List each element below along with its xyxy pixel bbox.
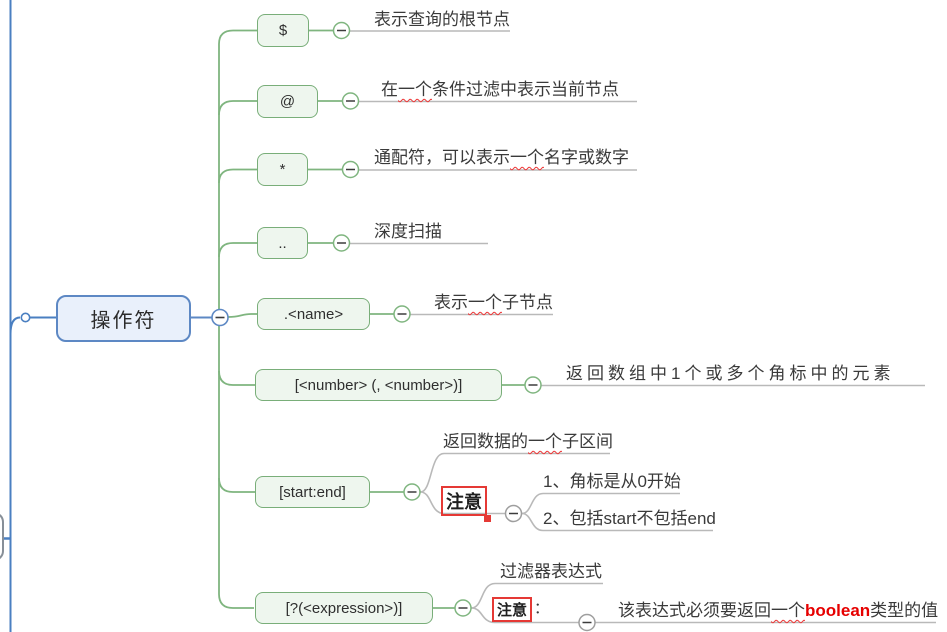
note-topic-filter[interactable]: 注意 ： bbox=[492, 597, 549, 622]
operator-label: [start:end] bbox=[279, 483, 346, 501]
topic-filter-note-detail[interactable]: 该表达式必须要返回一个boolean类型的值 bbox=[618, 601, 939, 620]
sub-branch-line bbox=[420, 452, 610, 493]
root-topic-label: 操作符 bbox=[90, 310, 157, 332]
topic-desc-wildcard[interactable]: 通配符，可以表示一个名字或数字 bbox=[374, 148, 629, 167]
operator-node-dollar[interactable]: $ bbox=[257, 14, 309, 47]
collapse-minus-icon[interactable] bbox=[332, 234, 351, 252]
operator-node-wildcard[interactable]: * bbox=[257, 153, 308, 186]
branch-elbow bbox=[218, 370, 255, 386]
topic-desc-index[interactable]: 返回数组中1个或多个角标中的元素 bbox=[566, 364, 895, 383]
operator-label: [?(<expression>)] bbox=[285, 599, 403, 617]
operator-node-filter[interactable]: [?(<expression>)] bbox=[255, 592, 433, 624]
operator-label: .<name> bbox=[283, 305, 344, 323]
operator-node-deepscan[interactable]: .. bbox=[257, 227, 308, 259]
topic-note-item-1[interactable]: 1、角标是从0开始 bbox=[543, 472, 681, 491]
note-colon: ： bbox=[534, 600, 550, 617]
collapse-minus-icon[interactable] bbox=[578, 613, 596, 632]
operator-node-at[interactable]: @ bbox=[257, 85, 318, 118]
operator-label: $ bbox=[278, 22, 288, 39]
sub-branch-line bbox=[521, 512, 713, 532]
branch-elbow bbox=[218, 168, 257, 184]
topic-desc-slice[interactable]: 返回数据的一个子区间 bbox=[443, 432, 613, 451]
operator-label: @ bbox=[279, 93, 296, 110]
root-topic-operators[interactable]: 操作符 bbox=[56, 295, 191, 342]
collapse-minus-icon[interactable] bbox=[504, 504, 523, 523]
red-annotation-frame: 注意 bbox=[492, 597, 533, 622]
branch-elbow bbox=[218, 242, 257, 258]
operator-node-slice[interactable]: [start:end] bbox=[255, 476, 370, 508]
collapse-minus-icon[interactable] bbox=[332, 21, 351, 40]
collapse-minus-icon[interactable] bbox=[341, 160, 360, 179]
link-dot-icon bbox=[20, 312, 31, 323]
operator-label: .. bbox=[278, 234, 287, 252]
root-link-curve bbox=[9, 316, 21, 335]
operator-label: * bbox=[279, 161, 286, 178]
collapse-minus-icon[interactable] bbox=[341, 92, 360, 110]
annotation-handle-icon bbox=[484, 515, 491, 522]
parent-node-partial[interactable] bbox=[0, 512, 4, 561]
collapse-minus-icon[interactable] bbox=[403, 483, 421, 501]
sub-branch-line bbox=[471, 582, 603, 609]
red-annotation-frame: 注意 bbox=[441, 486, 491, 522]
operator-node-index[interactable]: [<number> (, <number>)] bbox=[255, 369, 502, 401]
operator-label: [<number> (, <number>)] bbox=[294, 376, 463, 394]
topic-note-item-2[interactable]: 2、包括start不包括end bbox=[543, 509, 716, 528]
collapse-minus-icon[interactable] bbox=[211, 308, 229, 327]
branch-elbow bbox=[218, 477, 255, 493]
sub-branch-line bbox=[420, 491, 506, 515]
collapse-minus-icon[interactable] bbox=[393, 305, 411, 323]
sub-branch-line bbox=[521, 492, 680, 515]
branch-elbow bbox=[218, 100, 257, 116]
topic-desc-deepscan[interactable]: 深度扫描 bbox=[374, 222, 442, 241]
collapse-minus-icon[interactable] bbox=[454, 599, 472, 617]
operator-node-childname[interactable]: .<name> bbox=[257, 298, 370, 330]
note-label: 注意 bbox=[446, 492, 482, 512]
collapse-minus-icon[interactable] bbox=[524, 376, 542, 394]
topic-desc-filter[interactable]: 过滤器表达式 bbox=[500, 562, 602, 581]
topic-desc-childname[interactable]: 表示一个子节点 bbox=[434, 293, 553, 312]
note-label: 注意 bbox=[497, 602, 528, 619]
sub-branch-line bbox=[471, 607, 579, 624]
topic-desc-dollar[interactable]: 表示查询的根节点 bbox=[374, 10, 510, 29]
boolean-highlight: boolean bbox=[805, 601, 871, 620]
branch-elbow bbox=[228, 313, 257, 318]
topic-desc-at[interactable]: 在一个条件过滤中表示当前节点 bbox=[381, 80, 619, 99]
note-topic-slice[interactable]: 注意 bbox=[441, 486, 491, 522]
